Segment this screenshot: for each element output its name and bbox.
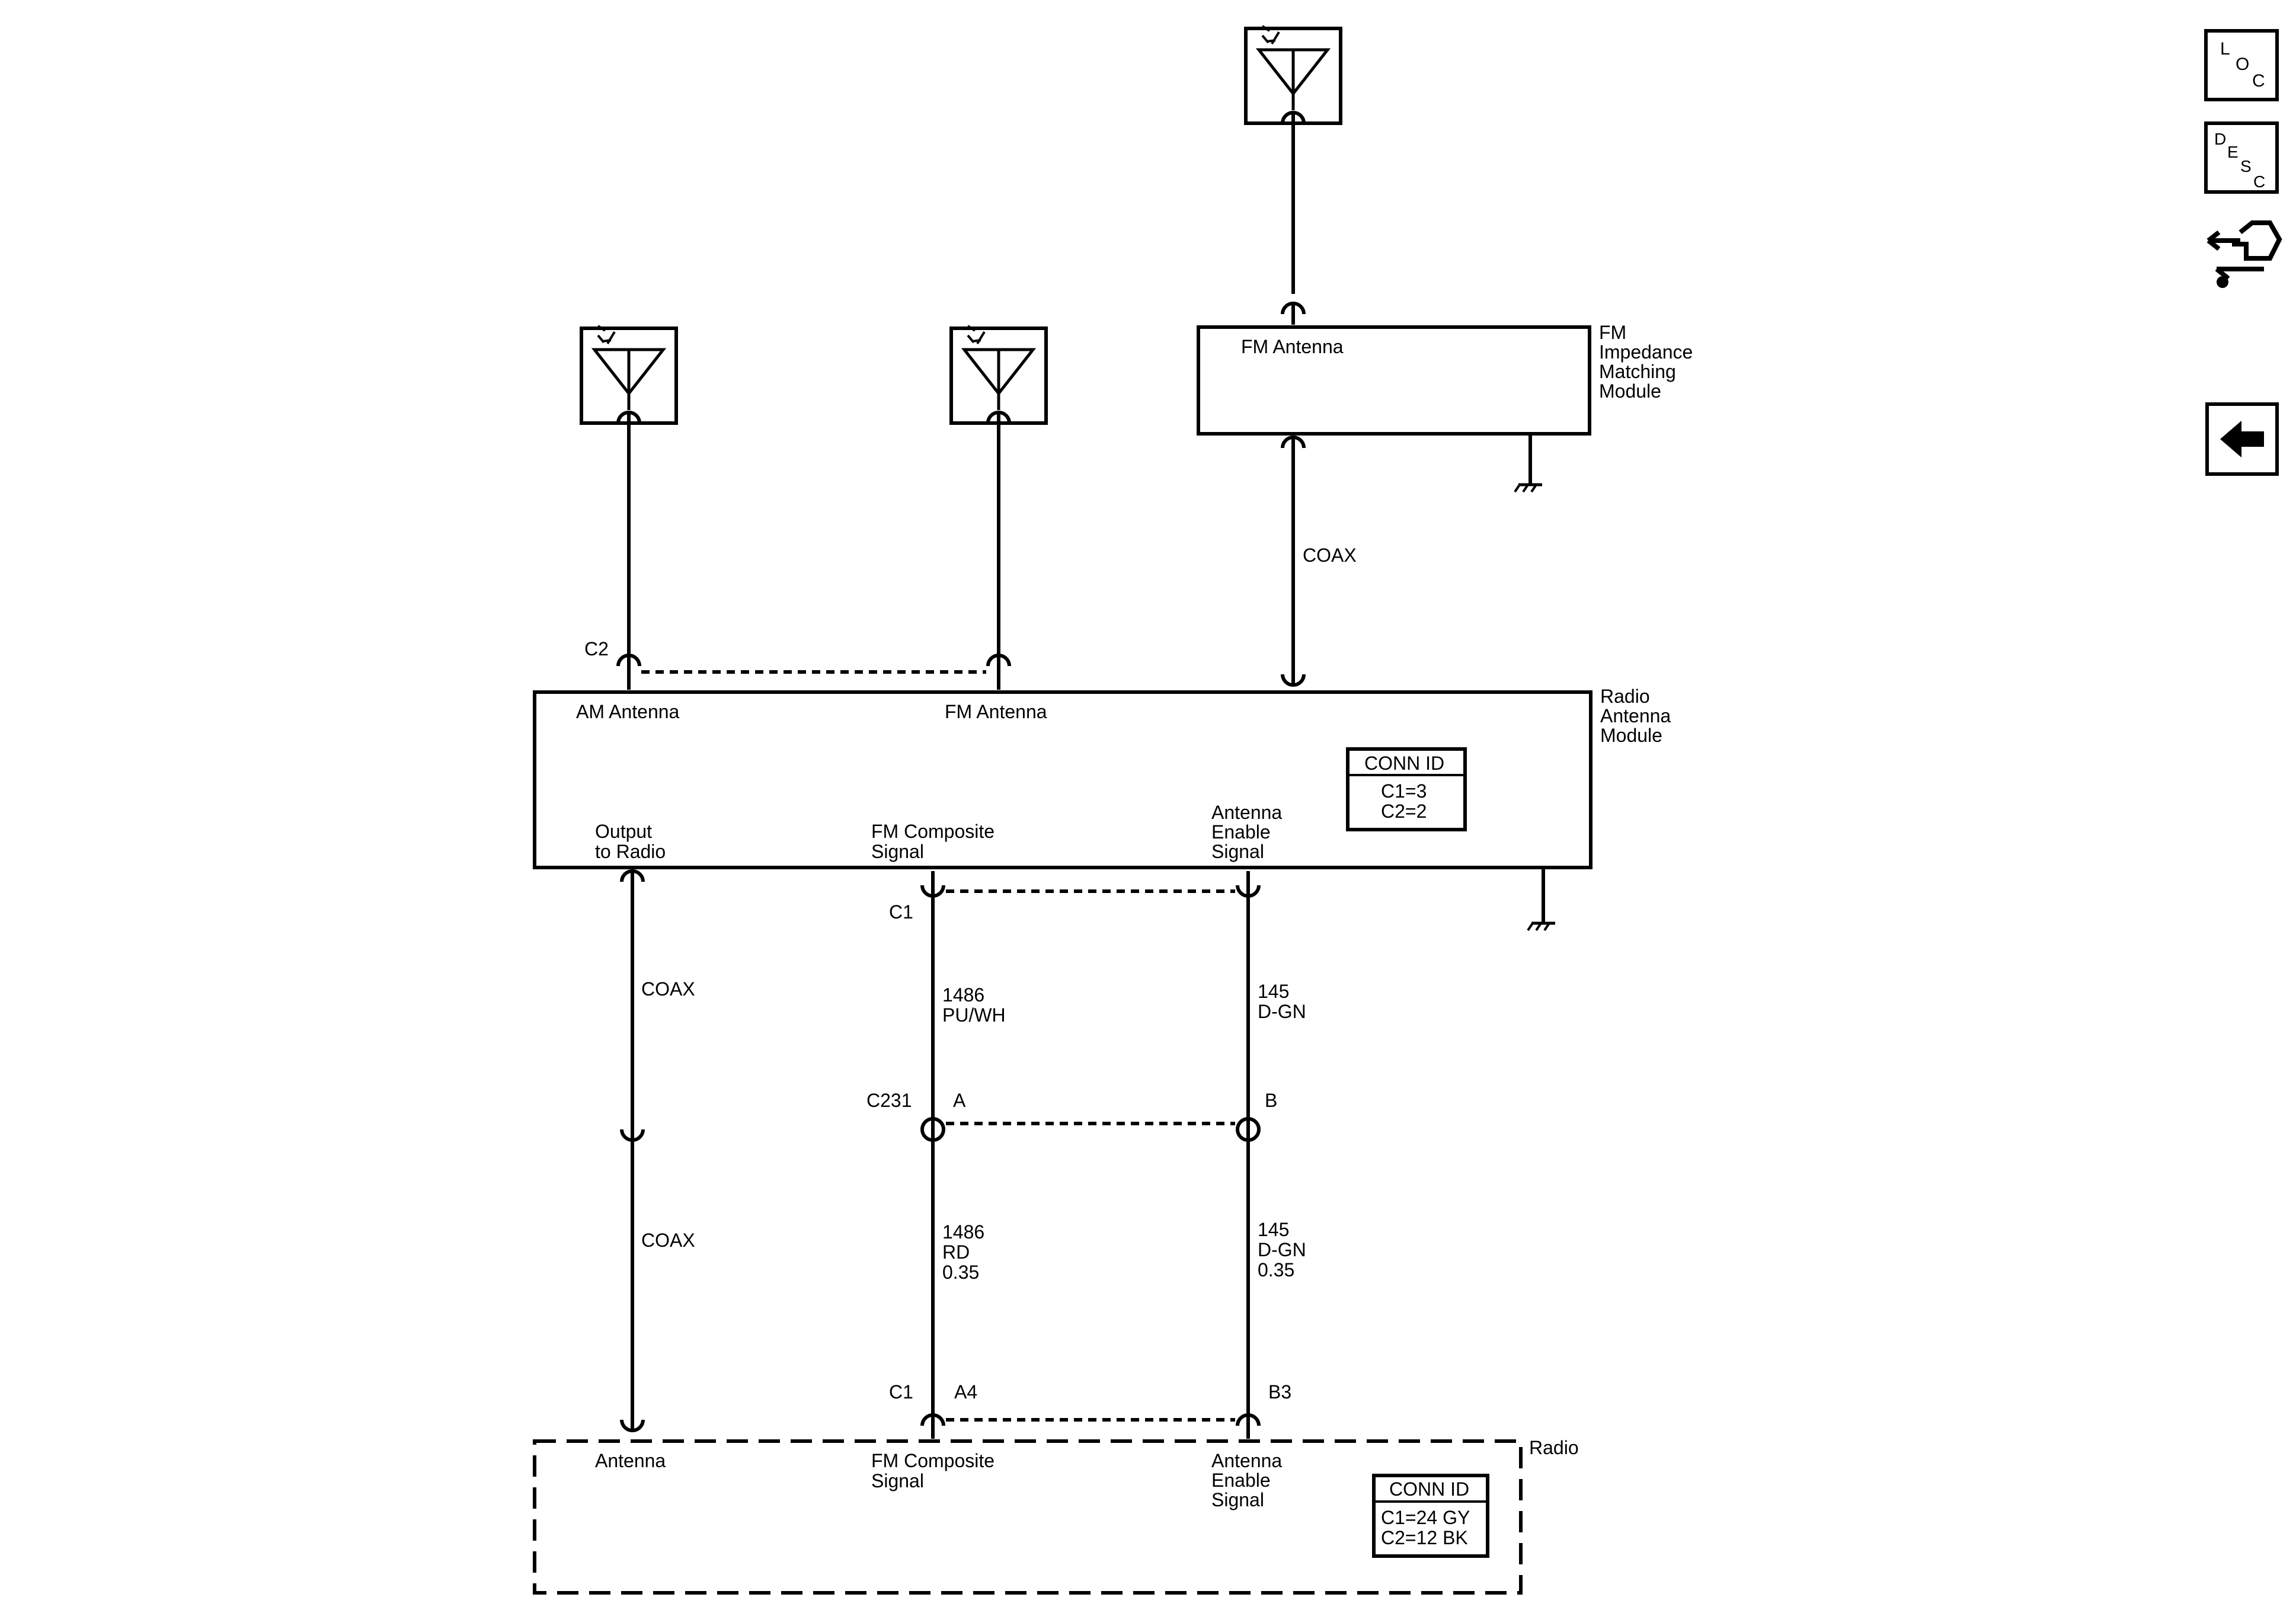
am-antenna-symbol	[581, 326, 676, 423]
wire-1486-lower-color: RD	[942, 1241, 970, 1263]
loc-letter-l: L	[2220, 39, 2230, 59]
radio-enable-label-1: Antenna	[1211, 1450, 1282, 1471]
wire-145-upper-num: 145	[1258, 981, 1289, 1002]
fm-antenna-symbol	[951, 326, 1046, 423]
wire-145-lower-color: D-GN	[1258, 1239, 1306, 1260]
ram-enable-connector	[1236, 871, 1261, 898]
fm-impedance-module-box	[1197, 325, 1591, 436]
fm-impedance-ground-icon	[1515, 485, 1542, 492]
am-antenna-connector	[616, 654, 641, 690]
wire-1486-lower-gauge: 0.35	[942, 1262, 979, 1283]
radio-enable-label-2: Enable	[1211, 1470, 1271, 1491]
description-icon[interactable]: D E S C	[2204, 121, 2279, 194]
desc-letter-s: S	[2240, 157, 2252, 175]
ram-ground-icon	[1528, 923, 1555, 930]
desc-letter-c: C	[2253, 172, 2265, 191]
coax-upper-label: COAX	[641, 978, 695, 1000]
wire-1486-upper-num: 1486	[942, 984, 984, 1006]
ram-fm-comp-label-2: Signal	[871, 841, 924, 862]
connector-icon[interactable]	[2207, 220, 2282, 288]
radio-pin-b3-connector	[1236, 1407, 1261, 1439]
ram-conn-id-table	[1346, 747, 1467, 831]
ram-conn-id-c2: C2=2	[1381, 801, 1427, 822]
fm-impedance-pin-label: FM Antenna	[1241, 336, 1344, 357]
fm-impedance-title-3: Matching	[1599, 361, 1676, 382]
ram-fm-coax-connector	[1281, 664, 1306, 687]
fm-impedance-title-2: Impedance	[1599, 341, 1693, 363]
radio-pin-b3: B3	[1268, 1381, 1291, 1403]
radio-antenna-pin-label: Antenna	[595, 1450, 666, 1471]
c231-pin-b: B	[1265, 1090, 1277, 1111]
radio-conn-id-table	[1372, 1474, 1489, 1558]
ram-am-pin-label: AM Antenna	[576, 701, 680, 722]
c231-pin-a-connector	[920, 1116, 945, 1145]
wire-145-lower-num: 145	[1258, 1219, 1289, 1240]
radio-pin-a4-connector	[920, 1407, 945, 1439]
c231-pin-b-connector	[1236, 1116, 1261, 1145]
ram-output-label-2: to Radio	[595, 841, 666, 862]
fm-impedance-title-1: FM	[1599, 322, 1626, 343]
desc-letter-d: D	[2214, 130, 2226, 148]
ram-output-label-1: Output	[595, 821, 652, 842]
radio-conn-id-title: CONN ID	[1389, 1478, 1469, 1500]
fm-impedance-output-connector	[1281, 436, 1306, 459]
ram-conn-id-c1: C1=3	[1381, 780, 1427, 802]
ram-title-2: Antenna	[1600, 705, 1671, 726]
loc-letter-c: C	[2252, 71, 2265, 91]
inline-coax-connector	[620, 1116, 645, 1142]
radio-pin-a4: A4	[954, 1381, 977, 1403]
c1-lower-label: C1	[889, 1381, 913, 1403]
wire-145-upper-color: D-GN	[1258, 1001, 1306, 1022]
ram-fm-pin-label: FM Antenna	[945, 701, 1047, 722]
c1-upper-label: C1	[889, 901, 913, 923]
ram-output-connector	[620, 869, 645, 907]
ram-conn-id-title: CONN ID	[1364, 753, 1444, 774]
ram-enable-label-3: Signal	[1211, 841, 1264, 862]
loc-letter-o: O	[2236, 55, 2249, 74]
radio-conn-id-c2: C2=12 BK	[1381, 1527, 1468, 1548]
wire-145-lower-gauge: 0.35	[1258, 1259, 1294, 1281]
desc-letter-e: E	[2227, 143, 2239, 161]
fm-impedance-input-connector	[1281, 302, 1306, 325]
ram-c2-label: C2	[584, 638, 609, 660]
fm-impedance-title-4: Module	[1599, 380, 1661, 402]
ram-enable-label-2: Enable	[1211, 821, 1271, 843]
radio-fm-comp-label-1: FM Composite	[871, 1450, 994, 1471]
radio-antenna-connector	[620, 1407, 645, 1432]
back-arrow-icon[interactable]	[2205, 402, 2279, 476]
radio-enable-label-3: Signal	[1211, 1489, 1264, 1510]
ram-title-1: Radio	[1600, 686, 1650, 707]
fm-coax-label: COAX	[1303, 545, 1357, 566]
radio-fm-comp-label-2: Signal	[871, 1470, 924, 1491]
ram-fm-comp-connector	[920, 871, 945, 898]
radio-conn-id-c1: C1=24 GY	[1381, 1507, 1470, 1528]
radio-title: Radio	[1529, 1437, 1579, 1458]
radio-antenna-module-box	[533, 690, 1593, 869]
wire-1486-upper-color: PU/WH	[942, 1004, 1006, 1026]
fm-antenna-connector	[986, 654, 1011, 690]
c231-pin-a: A	[953, 1090, 966, 1111]
location-icon[interactable]: L O C	[2204, 29, 2279, 101]
coax-lower-label: COAX	[641, 1230, 695, 1251]
ram-title-3: Module	[1600, 725, 1662, 746]
wire-1486-lower-num: 1486	[942, 1221, 984, 1243]
c231-label: C231	[866, 1090, 912, 1111]
fm-top-antenna-symbol	[1246, 26, 1341, 123]
ram-enable-label-1: Antenna	[1211, 802, 1282, 823]
ram-fm-comp-label-1: FM Composite	[871, 821, 994, 842]
radio-box	[533, 1439, 1523, 1595]
